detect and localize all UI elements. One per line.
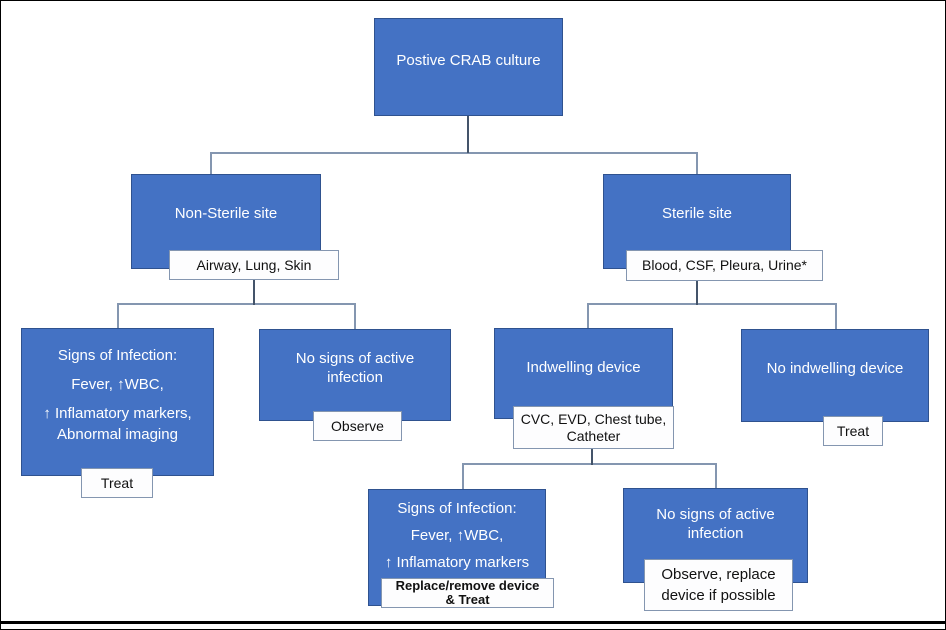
connector-nsnosigns-drop bbox=[354, 303, 356, 330]
treat-label-right: Treat bbox=[836, 422, 870, 439]
airway-lung-skin-tag: Airway, Lung, Skin bbox=[169, 250, 339, 280]
observe-replace-device-tag: Observe, replace device if possible bbox=[644, 559, 793, 611]
no-indwelling-device-node: No indwelling device bbox=[741, 329, 929, 422]
root-node-label: Postive CRAB culture bbox=[396, 51, 541, 69]
connector-cvc-stub bbox=[591, 448, 593, 465]
device-signs-line-2: Fever, ↑WBC, bbox=[410, 527, 504, 544]
signs-line-1: Signs of Infection: bbox=[57, 347, 178, 364]
signs-line-3: ↑ Inflamatory markers, bbox=[43, 405, 192, 422]
no-signs-active-infection-label: No signs of active infection bbox=[295, 350, 415, 386]
cvc-tag-line-2: Catheter bbox=[566, 427, 621, 444]
device-signs-line-1: Signs of Infection: bbox=[397, 500, 517, 517]
blood-csf-pleura-urine-tag: Blood, CSF, Pleura, Urine* bbox=[626, 250, 823, 281]
connector-root-stub bbox=[467, 116, 469, 153]
replace-tag-line-2: & Treat bbox=[445, 592, 490, 607]
connector-noindwelling-drop bbox=[835, 303, 837, 330]
indwelling-device-label: Indwelling device bbox=[526, 359, 641, 376]
signs-line-2: Fever, ↑WBC, bbox=[71, 376, 164, 393]
connector-nonsterile-horizontal bbox=[117, 303, 356, 305]
connector-sterile-horizontal bbox=[587, 303, 837, 305]
no-signs-active-infection-node: No signs of active infection bbox=[259, 329, 451, 421]
indwelling-device-node: Indwelling device bbox=[494, 328, 673, 419]
connector-nonsterile-drop bbox=[210, 152, 212, 175]
connector-indwelling-drop bbox=[587, 303, 589, 329]
treat-label-left: Treat bbox=[100, 474, 134, 491]
replace-remove-device-tag: Replace/remove device & Treat bbox=[381, 578, 554, 608]
signs-of-infection-node: Signs of Infection: Fever, ↑WBC, ↑ Infla… bbox=[21, 328, 214, 476]
replace-tag-line-1: Replace/remove device bbox=[395, 578, 540, 593]
treat-tag-right: Treat bbox=[823, 416, 883, 446]
observe-replace-line-2: device if possible bbox=[661, 587, 776, 604]
connector-devnosigns-drop bbox=[715, 463, 717, 489]
signs-line-4: Abnormal imaging bbox=[57, 426, 178, 443]
observe-replace-line-1: Observe, replace bbox=[661, 566, 776, 583]
device-no-signs-label: No signs of active infection bbox=[656, 505, 775, 542]
observe-label: Observe bbox=[331, 417, 384, 434]
no-indwelling-device-label: No indwelling device bbox=[766, 360, 904, 377]
connector-level2-horizontal bbox=[210, 152, 698, 154]
cvc-evd-chest-tube-tag: CVC, EVD, Chest tube, Catheter bbox=[513, 406, 674, 449]
airway-lung-skin-label: Airway, Lung, Skin bbox=[196, 256, 312, 273]
connector-sterile-drop bbox=[696, 152, 698, 175]
sterile-site-label: Sterile site bbox=[661, 205, 733, 222]
connector-devsigns-drop bbox=[462, 463, 464, 490]
figure-bottom-rule bbox=[1, 621, 945, 624]
root-node: Postive CRAB culture bbox=[374, 18, 563, 116]
blood-csf-pleura-urine-label: Blood, CSF, Pleura, Urine* bbox=[642, 257, 807, 273]
non-sterile-site-label: Non-Sterile site bbox=[174, 205, 278, 222]
connector-airway-stub bbox=[253, 279, 255, 305]
connector-nssigns-drop bbox=[117, 303, 119, 329]
cvc-tag-line-1: CVC, EVD, Chest tube, bbox=[520, 410, 667, 427]
device-signs-line-3: ↑ Inflamatory markers bbox=[384, 554, 530, 571]
connector-device-horizontal bbox=[462, 463, 717, 465]
connector-blood-stub bbox=[696, 280, 698, 305]
observe-tag: Observe bbox=[313, 411, 402, 441]
treat-tag-left: Treat bbox=[81, 468, 153, 498]
